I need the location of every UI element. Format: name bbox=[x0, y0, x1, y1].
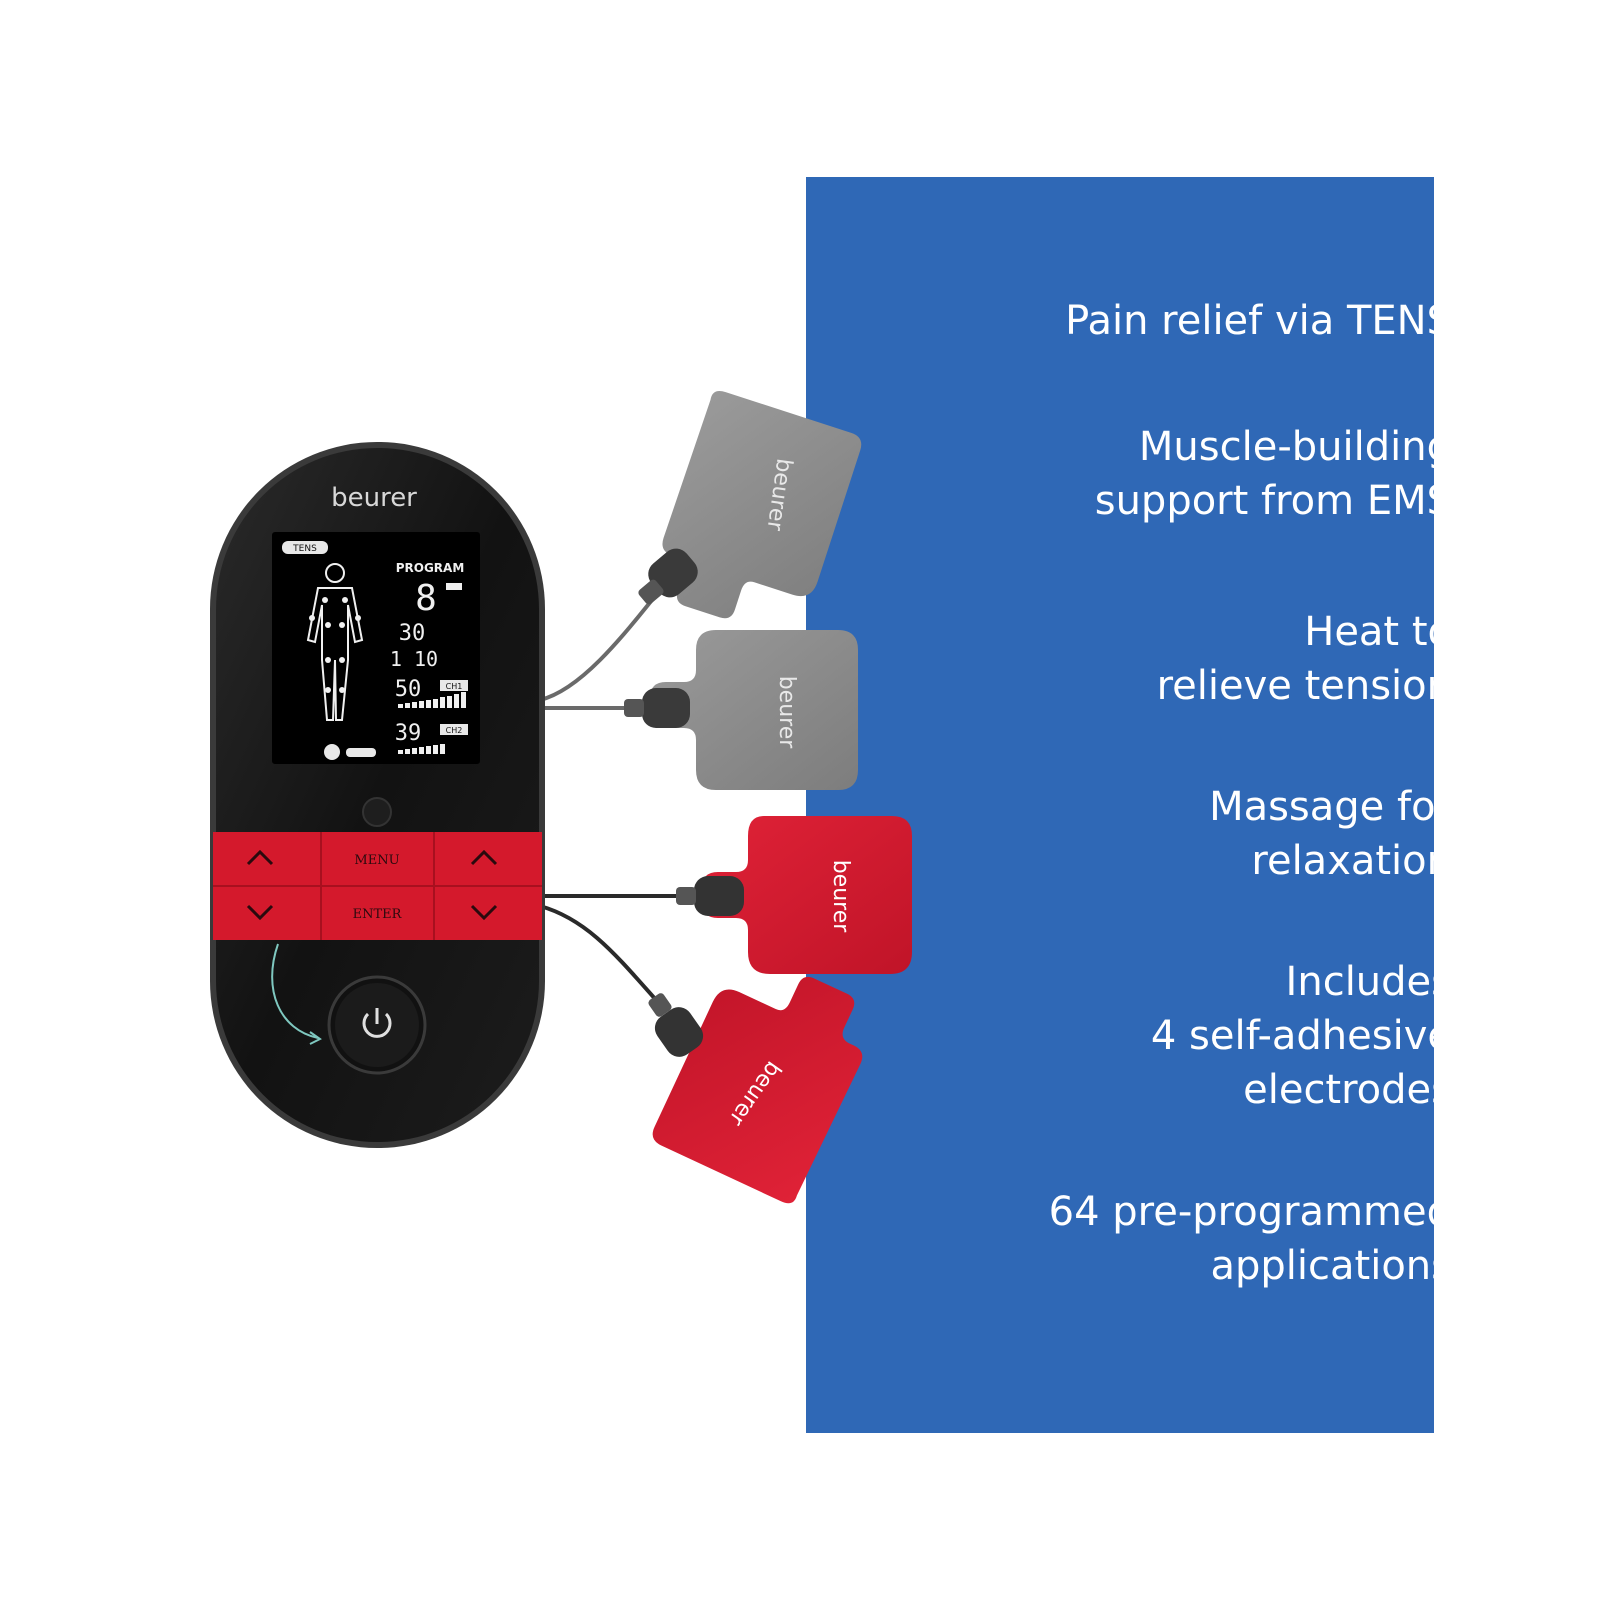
lcd-ch1-label: CH1 bbox=[446, 682, 463, 691]
heat-icon bbox=[324, 744, 340, 760]
ch2-down-button[interactable] bbox=[434, 886, 542, 940]
ch1-down-button[interactable] bbox=[213, 886, 321, 940]
feature-programs-line-2: applications bbox=[1210, 1243, 1452, 1289]
red-connector-1 bbox=[676, 876, 744, 916]
gray-electrode-2: beurer bbox=[650, 630, 858, 790]
red-electrode-1: beurer bbox=[702, 816, 912, 974]
feature-electrodes: Includes 4 self-adhesive electrodes bbox=[892, 955, 1452, 1117]
feature-electrodes-line-1: Includes bbox=[1285, 959, 1452, 1005]
feature-heat-bullet bbox=[1474, 630, 1508, 646]
tens-device: beurer TENS PROGRAM 8 30 1 10 50 CH1 39 … bbox=[210, 442, 545, 1148]
arrow-icon bbox=[271, 943, 319, 1039]
red-connector-2 bbox=[648, 993, 704, 1057]
lcd-ch2-label: CH2 bbox=[446, 726, 463, 735]
feature-ems-bullet bbox=[1474, 444, 1508, 460]
ch2-up-button[interactable] bbox=[434, 832, 542, 886]
body-map-icon bbox=[306, 563, 364, 721]
feature-ems-line-1: Muscle-building bbox=[1138, 424, 1452, 470]
feature-heat-line-1: Heat to bbox=[1304, 609, 1452, 655]
lcd-ch2-level-bars bbox=[398, 744, 445, 754]
enter-button-label: ENTER bbox=[353, 907, 403, 922]
feature-electrodes-bullet bbox=[1474, 981, 1508, 997]
body-map-points bbox=[309, 597, 361, 693]
feature-electrodes-line-3: electrodes bbox=[1243, 1067, 1452, 1113]
power-icon bbox=[362, 1012, 392, 1038]
lcd-program-number: 8 bbox=[415, 578, 437, 619]
power-button[interactable] bbox=[327, 975, 427, 1075]
gray-electrode-2-brand: beurer bbox=[774, 676, 799, 750]
red-electrode-2: beurer bbox=[652, 976, 863, 1204]
red-electrode-1-brand: beurer bbox=[828, 860, 853, 934]
feature-tens-bullet bbox=[1474, 320, 1508, 336]
feature-electrodes-line-2: 4 self-adhesive bbox=[1150, 1013, 1452, 1059]
menu-button[interactable]: MENU bbox=[321, 832, 434, 886]
battery-icon bbox=[446, 583, 462, 590]
feature-tens-line-1: Pain relief via TENS bbox=[1065, 298, 1452, 344]
lcd-time: 30 bbox=[399, 621, 426, 646]
lcd-ch1-value: 50 bbox=[395, 677, 422, 702]
feature-massage: Massage for relaxation bbox=[892, 780, 1452, 888]
device-brand-logo: beurer bbox=[331, 483, 417, 513]
feature-programs-bullet bbox=[1474, 1211, 1508, 1227]
feature-heat-line-2: relieve tension bbox=[1156, 663, 1452, 709]
feature-programs-line-1: 64 pre-programmed bbox=[1048, 1189, 1452, 1235]
lcd-mode: TENS bbox=[292, 544, 317, 554]
feature-programs: 64 pre-programmed applications bbox=[892, 1185, 1452, 1293]
gray-connector-2 bbox=[624, 688, 690, 728]
chevron-down-icon bbox=[246, 904, 274, 921]
chevron-down-icon bbox=[470, 904, 498, 921]
feature-massage-line-2: relaxation bbox=[1251, 838, 1452, 884]
gray-electrode-1: beurer bbox=[662, 390, 862, 619]
feature-massage-bullet bbox=[1474, 806, 1508, 822]
feature-ems-line-2: support from EMS bbox=[1094, 478, 1452, 524]
lcd-ch2-value: 39 bbox=[395, 721, 422, 746]
lcd-secondary: 1 10 bbox=[390, 647, 438, 671]
feature-panel bbox=[806, 177, 1434, 1433]
lcd-ch1-level-bars bbox=[398, 692, 466, 708]
gray-connector-1 bbox=[638, 548, 698, 605]
feature-massage-line-1: Massage for bbox=[1209, 784, 1452, 830]
cable-1 bbox=[539, 588, 662, 702]
chevron-up-icon bbox=[470, 849, 498, 866]
enter-button[interactable]: ENTER bbox=[321, 886, 434, 940]
heat-button[interactable] bbox=[362, 797, 392, 827]
menu-button-label: MENU bbox=[354, 853, 399, 868]
feature-ems: Muscle-building support from EMS bbox=[892, 420, 1452, 528]
feature-tens: Pain relief via TENS bbox=[892, 294, 1452, 348]
ch1-up-button[interactable] bbox=[213, 832, 321, 886]
lcd-program-label: PROGRAM bbox=[396, 561, 465, 575]
feature-heat: Heat to relieve tension bbox=[892, 605, 1452, 713]
chevron-up-icon bbox=[246, 849, 274, 866]
cable-4 bbox=[539, 904, 667, 1012]
